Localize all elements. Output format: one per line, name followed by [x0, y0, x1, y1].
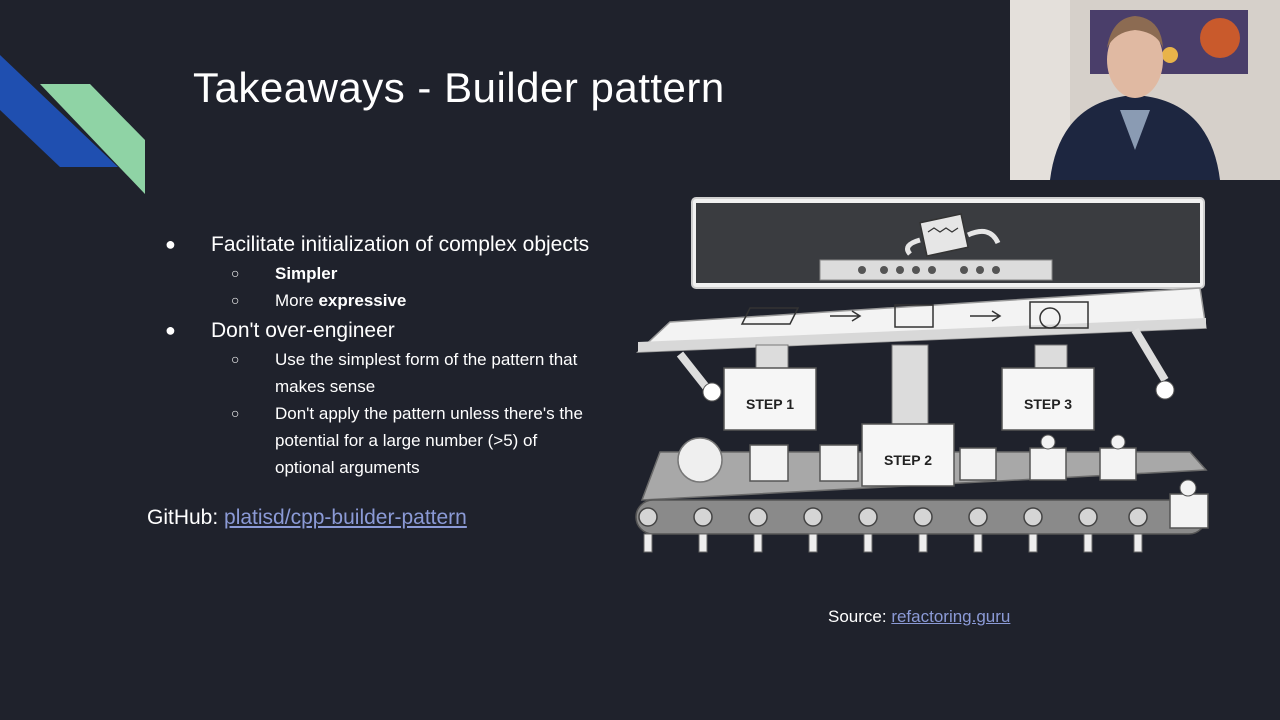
step-label: STEP 2	[884, 452, 932, 468]
sub-bullet-line: potential for a large number (>5) of	[275, 431, 538, 450]
bullet-circle-icon: ○	[231, 265, 240, 281]
sub-bullet-item: ○ Simpler	[165, 260, 645, 287]
sub-bullet-line: Don't apply the pattern unless there's t…	[275, 404, 583, 423]
robot-icon	[905, 213, 1001, 257]
sub-bullet-text: More	[275, 291, 319, 310]
step-label: STEP 3	[1024, 396, 1072, 412]
corner-decoration	[0, 55, 145, 194]
green-stripe	[40, 84, 145, 194]
bullet-item: ● Facilitate initialization of complex o…	[165, 230, 645, 259]
bullet-circle-icon: ○	[231, 405, 240, 421]
step-box	[1001, 367, 1095, 431]
bullet-dot-icon: ●	[165, 234, 176, 254]
bullet-circle-icon: ○	[231, 292, 240, 308]
webcam-overlay	[1010, 0, 1280, 180]
blue-stripe	[0, 55, 118, 167]
sub-bullet-line: Use the simplest form of the pattern tha…	[275, 350, 578, 369]
sub-bullet-line: makes sense	[275, 377, 376, 396]
step-box	[861, 423, 955, 487]
sub-bullet-text: Simpler	[275, 264, 338, 283]
sub-bullet-item: ○ More expressive	[165, 287, 645, 314]
builder-illustration: STEP 1 STEP 2 STEP 3	[635, 197, 1209, 553]
sub-bullet-item: ○ Use the simplest form of the pattern t…	[165, 346, 645, 400]
sub-bullet-emphasis: expressive	[318, 291, 407, 310]
sub-bullet-line: optional arguments	[275, 458, 420, 477]
sub-bullet-item: ○ Don't apply the pattern unless there's…	[165, 400, 645, 481]
bullet-text: Don't over-engineer	[211, 319, 395, 342]
slide-title: Takeaways - Builder pattern	[193, 64, 725, 111]
github-line: GitHub: platisd/cpp-builder-pattern	[147, 506, 467, 530]
source-link[interactable]: refactoring.guru	[891, 607, 1011, 626]
step-label: STEP 1	[746, 396, 794, 412]
github-label: GitHub:	[147, 506, 225, 529]
person-face	[1107, 22, 1163, 98]
source-label: Source:	[828, 607, 892, 626]
step-box	[723, 367, 817, 431]
bullet-item: ● Don't over-engineer	[165, 316, 645, 345]
bullet-list: ● Facilitate initialization of complex o…	[165, 230, 645, 481]
github-link[interactable]: platisd/cpp-builder-pattern	[224, 506, 467, 529]
source-line: Source: refactoring.guru	[828, 607, 1010, 627]
bullet-circle-icon: ○	[231, 351, 240, 367]
bullet-dot-icon: ●	[165, 320, 176, 340]
bullet-text: Facilitate initialization of complex obj…	[211, 233, 590, 256]
